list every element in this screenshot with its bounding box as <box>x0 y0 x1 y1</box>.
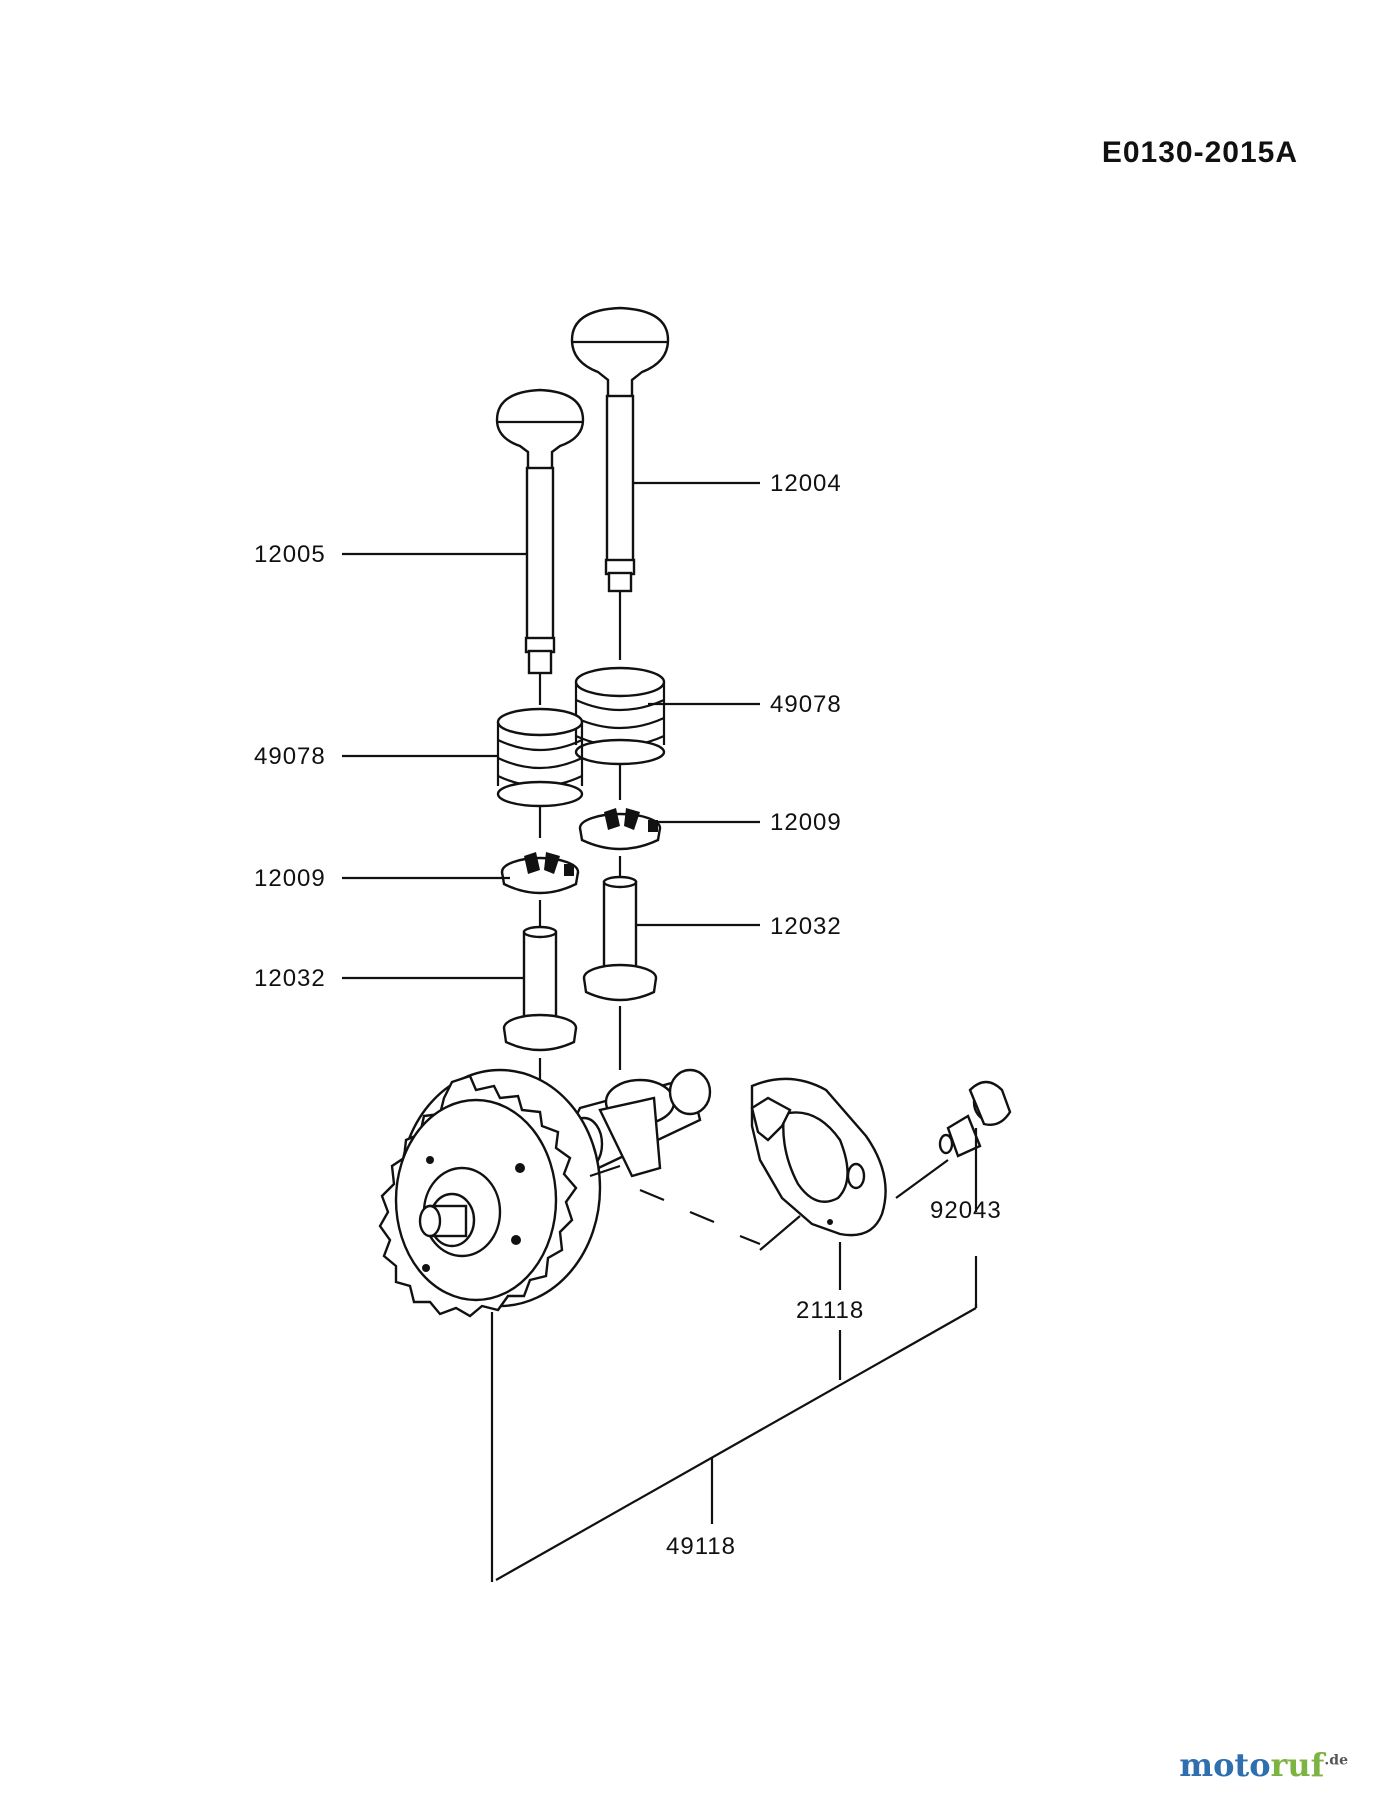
label-valve-exhaust: 12004 <box>770 470 842 497</box>
leader-lines <box>342 481 978 1582</box>
label-decompressor: 21118 <box>796 1297 864 1324</box>
label-valve-inlet: 12005 <box>254 541 326 568</box>
exhaust-valve <box>570 306 670 593</box>
tappet-left <box>502 925 578 1052</box>
label-spring-right: 49078 <box>770 691 842 718</box>
valve-spring-left <box>496 707 584 808</box>
label-tappet-left: 12032 <box>254 965 326 992</box>
watermark-logo: motoruf.de <box>1179 1746 1348 1784</box>
valve-spring-right <box>574 666 666 766</box>
label-bolt: 92043 <box>930 1197 1002 1224</box>
tappet-right <box>582 875 658 1002</box>
watermark-part1: moto <box>1179 1746 1271 1784</box>
spring-retainer-left <box>500 852 580 895</box>
watermark-part2: ruf <box>1270 1746 1325 1784</box>
label-retainer-right: 12009 <box>770 809 842 836</box>
decompressor <box>750 1077 887 1237</box>
label-tappet-right: 12032 <box>770 913 842 940</box>
bolt <box>938 1080 1012 1158</box>
inlet-valve <box>495 388 585 675</box>
watermark-tld: .de <box>1324 1752 1348 1769</box>
camshaft-gear <box>378 1068 712 1318</box>
label-camshaft-assy: 49118 <box>666 1533 736 1560</box>
reference-code: E0130-2015A <box>1102 136 1298 169</box>
spring-retainer-right <box>578 808 662 851</box>
label-retainer-left: 12009 <box>254 865 326 892</box>
label-spring-left: 49078 <box>254 743 326 770</box>
